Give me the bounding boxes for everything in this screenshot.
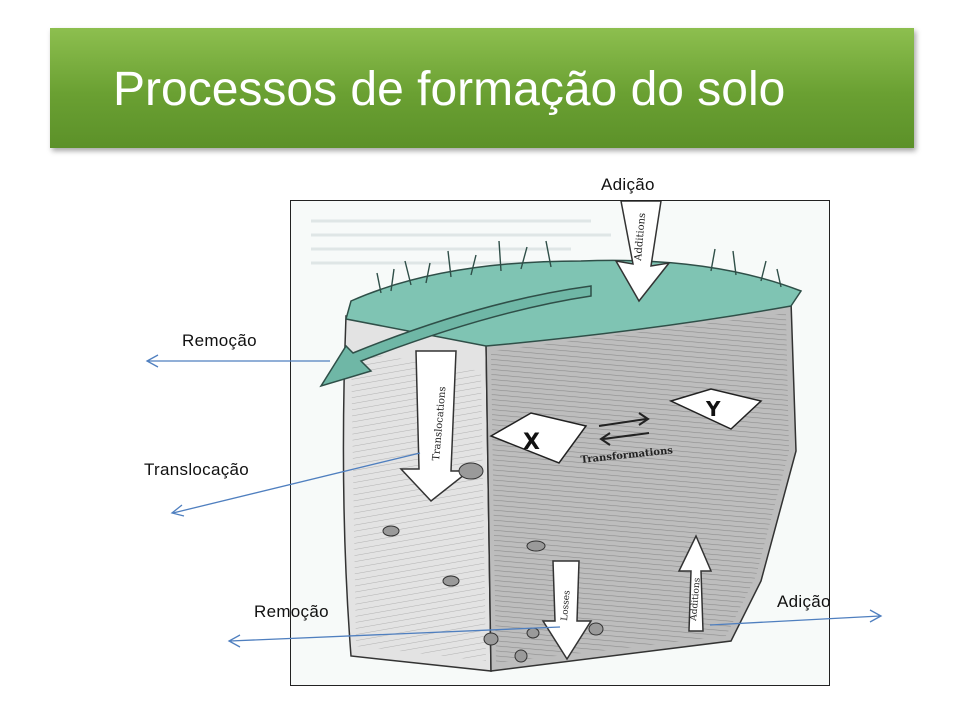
title-bar: Processos de formação do solo xyxy=(50,28,914,148)
exchange-arrows xyxy=(598,412,650,446)
grass-blades xyxy=(376,240,782,294)
label-translocation: Translocação xyxy=(144,460,250,479)
soil-block-drawing: Additions Translocations X Transformatio… xyxy=(311,201,803,672)
x-block-label: X xyxy=(523,430,540,455)
additions-arrow-bottom xyxy=(677,534,713,632)
label-addition-top: Adição xyxy=(601,175,655,194)
additions-arrow-top xyxy=(614,201,671,303)
losses-label-bottom: Losses xyxy=(560,590,573,622)
arrow-removal-left-head xyxy=(145,354,159,368)
arrow-addition-bottom-head xyxy=(869,609,883,623)
y-block xyxy=(668,388,763,430)
x-block xyxy=(489,412,588,464)
additions-label-top: Additions xyxy=(633,212,648,262)
additions-label-bottom: Additions xyxy=(689,577,703,622)
arrow-removal-bottom-head xyxy=(227,634,241,648)
label-removal-left: Remoção xyxy=(182,331,257,350)
y-block-label: Y xyxy=(705,397,721,421)
label-addition-bottom: Adição xyxy=(777,592,831,611)
label-removal-bottom: Remoção xyxy=(254,602,329,621)
slide-title: Processos de formação do solo xyxy=(113,63,786,116)
losses-arrow-top xyxy=(319,285,592,388)
background-texture xyxy=(311,219,611,265)
soil-profile-illustration: Additions Translocations X Transformatio… xyxy=(290,200,830,686)
arrow-translocation-head xyxy=(170,504,185,517)
